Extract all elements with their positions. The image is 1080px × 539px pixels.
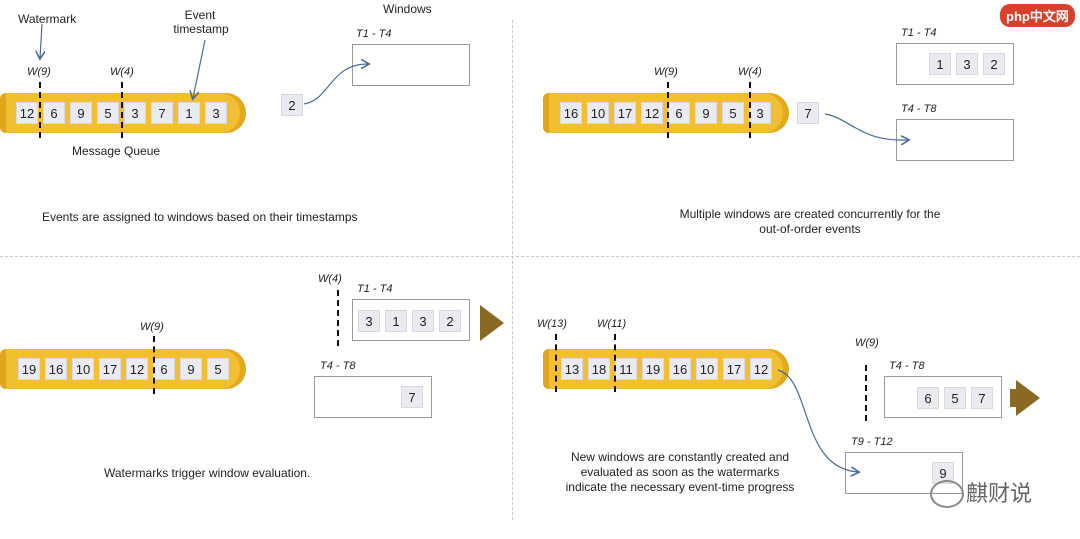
p2-caption-line1: Multiple windows are created concurrentl… xyxy=(679,207,941,221)
p1-queue-cell: 9 xyxy=(70,102,92,124)
p3-window2-item: 7 xyxy=(401,386,423,408)
p1-window-label: T1 - T4 xyxy=(356,28,392,40)
event-label-line1: Event xyxy=(184,8,216,22)
p1-watermark-w4 xyxy=(121,82,123,138)
p3-watermark-w9 xyxy=(153,336,155,394)
watermark-label: Watermark xyxy=(18,12,77,26)
p2-message-queue xyxy=(543,93,789,133)
php-logo: php中文网 xyxy=(1000,4,1075,27)
event-label-line2: timestamp xyxy=(173,22,229,36)
p1-mark-w9: W(9) xyxy=(27,66,51,78)
p3-queue-cell: 10 xyxy=(72,358,94,380)
p4-caption-line3: indicate the necessary event-time progre… xyxy=(565,480,795,494)
wechat-icon xyxy=(930,480,964,508)
p1-queue-cell: 3 xyxy=(205,102,227,124)
p4-window2-item: 9 xyxy=(932,462,954,484)
horizontal-divider xyxy=(0,256,1080,257)
p3-window1-label: T1 - T4 xyxy=(357,283,393,295)
p4-message-queue xyxy=(543,349,789,389)
p2-caption-line2: out-of-order events xyxy=(759,222,861,236)
p3-queue-cell: 9 xyxy=(180,358,202,380)
p2-window1-item: 2 xyxy=(983,53,1005,75)
p4-queue-cell: 16 xyxy=(669,358,691,380)
p2-mark-w9: W(9) xyxy=(654,66,678,78)
timestamp-pointer xyxy=(193,39,206,98)
p4-assign-curve xyxy=(777,369,858,472)
p2-window1-item: 3 xyxy=(956,53,978,75)
p3-window1-item: 2 xyxy=(439,310,461,332)
p4-caption-line1: New windows are constantly created and xyxy=(570,450,790,464)
p1-watermark-w9 xyxy=(39,82,41,138)
p1-queue-cell: 5 xyxy=(97,102,119,124)
p1-caption: Events are assigned to windows based on … xyxy=(42,210,358,224)
p4-watermark-w9 xyxy=(865,365,867,421)
p2-queue-cell: 9 xyxy=(695,102,717,124)
watermark-pointer xyxy=(40,23,42,58)
p4-queue-cell: 11 xyxy=(615,358,637,380)
windows-label: Windows xyxy=(383,2,432,16)
p2-queue-cell: 10 xyxy=(587,102,609,124)
p4-queue-cell: 17 xyxy=(723,358,745,380)
p3-window1-item: 3 xyxy=(358,310,380,332)
p2-mark-w4: W(4) xyxy=(738,66,762,78)
p3-queue-cell: 16 xyxy=(45,358,67,380)
p3-window1-item: 3 xyxy=(412,310,434,332)
p2-window2-label: T4 - T8 xyxy=(901,103,937,115)
p3-queue-cell: 12 xyxy=(126,358,148,380)
p4-queue-cell: 12 xyxy=(750,358,772,380)
p4-window1-item: 7 xyxy=(971,387,993,409)
p4-window1-item: 6 xyxy=(917,387,939,409)
p2-watermark-w9 xyxy=(667,82,669,138)
p2-window2 xyxy=(896,119,1014,161)
p3-window2-label: T4 - T8 xyxy=(320,360,356,372)
p2-window1-item: 1 xyxy=(929,53,951,75)
p3-emit-arrow-stem xyxy=(480,314,486,332)
p3-mark-w9: W(9) xyxy=(140,321,164,333)
p1-queue-cell: 7 xyxy=(151,102,173,124)
p1-queue-cell: 3 xyxy=(124,102,146,124)
p1-mark-w4: W(4) xyxy=(110,66,134,78)
p3-queue-cell: 5 xyxy=(207,358,229,380)
p3-message-queue xyxy=(0,349,246,389)
p4-watermark-w11 xyxy=(614,334,616,392)
p1-queue-cell: 12 xyxy=(16,102,38,124)
p3-caption: Watermarks trigger window evaluation. xyxy=(104,466,311,480)
p2-assign-curve xyxy=(824,113,908,140)
p3-queue-cell: 17 xyxy=(99,358,121,380)
p4-queue-cell: 13 xyxy=(561,358,583,380)
p2-incoming-event: 7 xyxy=(797,102,819,124)
p2-window1-label: T1 - T4 xyxy=(901,27,937,39)
p1-assign-curve xyxy=(303,64,368,105)
p4-watermark-w13 xyxy=(555,334,557,392)
p3-watermark-w4 xyxy=(337,290,339,346)
p2-watermark-w4 xyxy=(749,82,751,138)
p3-mark-w4: W(4) xyxy=(318,273,342,285)
p4-mark-w9: W(9) xyxy=(855,337,879,349)
p2-queue-cell: 5 xyxy=(722,102,744,124)
p2-queue-cell: 12 xyxy=(641,102,663,124)
p1-window xyxy=(352,44,470,86)
p4-queue-cell: 19 xyxy=(642,358,664,380)
p4-mark-w13: W(13) xyxy=(537,318,567,330)
p4-emit-arrow-icon xyxy=(1016,380,1040,416)
p4-window1-label: T4 - T8 xyxy=(889,360,925,372)
message-queue-label: Message Queue xyxy=(72,144,161,158)
p4-window1-item: 5 xyxy=(944,387,966,409)
p4-emit-arrow-stem xyxy=(1010,389,1018,407)
p4-mark-w11: W(11) xyxy=(597,318,627,330)
p4-queue-cell: 10 xyxy=(696,358,718,380)
p2-queue-cell: 16 xyxy=(560,102,582,124)
p4-caption-line2: evaluated as soon as the watermarks xyxy=(580,465,780,479)
p1-queue-cell: 6 xyxy=(43,102,65,124)
wechat-account-name: 麒财说 xyxy=(966,482,1033,507)
p2-queue-cell: 17 xyxy=(614,102,636,124)
p4-queue-cell: 18 xyxy=(588,358,610,380)
p4-window2-label: T9 - T12 xyxy=(851,436,893,448)
p1-incoming-event: 2 xyxy=(281,94,303,116)
p1-queue-cell: 1 xyxy=(178,102,200,124)
vertical-divider xyxy=(512,20,513,520)
p3-window1-item: 1 xyxy=(385,310,407,332)
p3-queue-cell: 19 xyxy=(18,358,40,380)
